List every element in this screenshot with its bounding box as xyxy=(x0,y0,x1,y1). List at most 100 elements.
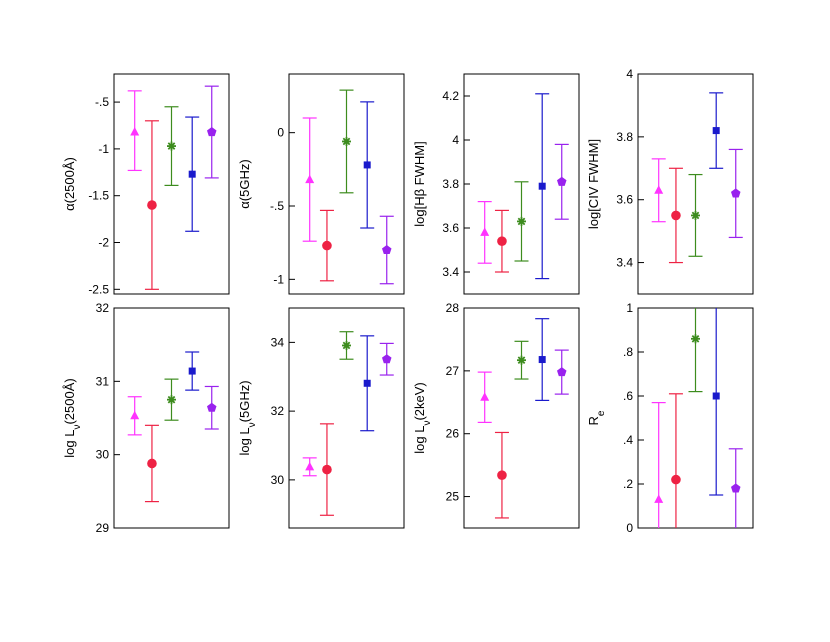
y-tick-label: -1.5 xyxy=(88,189,109,203)
data-point xyxy=(668,393,683,528)
square-marker xyxy=(188,170,196,178)
y-tick-label: 26 xyxy=(446,427,460,441)
circle-marker xyxy=(497,236,507,246)
data-point xyxy=(319,209,334,282)
y-tick-label: .6 xyxy=(623,389,633,403)
triangle-marker xyxy=(654,185,664,194)
data-point xyxy=(494,431,509,519)
data-point xyxy=(709,92,724,169)
y-tick-label: 29 xyxy=(96,521,110,535)
data-point xyxy=(319,423,334,516)
plot-frame xyxy=(288,73,405,295)
y-axis-label: log[CIV FWHM] xyxy=(586,139,601,229)
data-point xyxy=(360,101,375,229)
pentagon-marker xyxy=(730,483,741,493)
star-marker xyxy=(167,395,176,405)
y-axis-label: log Lν(2keV) xyxy=(412,382,433,454)
circle-marker xyxy=(322,240,332,251)
y-tick-label: 0 xyxy=(626,521,633,535)
y-axis-label: α(5GHz) xyxy=(237,159,252,208)
data-point xyxy=(339,331,354,360)
y-axis-label: log Lν(2500Å) xyxy=(62,378,83,457)
plot-frame xyxy=(463,307,580,529)
data-point xyxy=(554,349,569,395)
star-marker xyxy=(691,334,700,344)
y-tick-label: .4 xyxy=(623,433,633,447)
y-tick-label: 1 xyxy=(626,301,633,315)
pentagon-marker xyxy=(556,176,567,186)
square-marker xyxy=(712,127,720,135)
pentagon-marker xyxy=(381,245,392,255)
triangle-marker xyxy=(480,227,490,236)
y-tick-label: 28 xyxy=(446,301,460,315)
y-tick-label: 3.8 xyxy=(616,130,633,144)
star-marker xyxy=(342,136,351,146)
square-marker xyxy=(538,356,546,364)
y-tick-label: 3.8 xyxy=(442,177,459,191)
square-marker xyxy=(712,392,720,400)
pentagon-marker xyxy=(730,188,741,198)
y-tick-label: .8 xyxy=(623,345,633,359)
triangle-marker xyxy=(130,127,140,136)
data-point xyxy=(728,148,743,239)
star-marker xyxy=(517,355,526,365)
panel-3: 3.4 3.6 3.8 4 4.2 log[Hβ FWHM] xyxy=(412,73,580,295)
plot-frame xyxy=(637,73,754,295)
y-tick-label: -2 xyxy=(98,236,109,250)
data-point xyxy=(144,120,159,290)
pentagon-marker xyxy=(381,354,392,364)
data-point xyxy=(668,167,683,264)
square-marker xyxy=(188,367,196,375)
y-tick-label: 30 xyxy=(96,448,110,462)
data-point xyxy=(494,209,509,273)
y-tick-label: 0 xyxy=(277,126,284,140)
pentagon-marker xyxy=(206,127,217,137)
plot-frame xyxy=(288,307,405,529)
data-point xyxy=(728,448,743,528)
y-tick-label: 4.2 xyxy=(442,89,459,103)
panel-1: -2.5 -2 -1.5 -1 -.5 α(2500Å) xyxy=(62,73,230,296)
circle-marker xyxy=(322,464,332,475)
triangle-marker xyxy=(305,174,315,184)
panel-2: -1-.50α(5GHz) xyxy=(237,73,405,295)
y-tick-label: 30 xyxy=(271,473,285,487)
data-point xyxy=(302,457,317,477)
data-point xyxy=(379,215,394,285)
y-tick-label: 4 xyxy=(452,133,459,147)
circle-marker xyxy=(497,470,507,481)
y-tick-label: -2.5 xyxy=(88,282,109,296)
pentagon-marker xyxy=(556,367,567,377)
data-point xyxy=(535,318,550,401)
data-point xyxy=(164,378,179,421)
data-point xyxy=(477,371,492,423)
y-tick-label: -1 xyxy=(98,142,109,156)
triangle-marker xyxy=(305,461,315,471)
y-tick-label: -.5 xyxy=(95,95,109,109)
star-marker xyxy=(517,216,526,226)
star-marker xyxy=(691,210,700,220)
y-tick-label: 3.4 xyxy=(442,265,459,279)
data-point xyxy=(127,396,142,436)
data-point xyxy=(477,201,492,264)
y-tick-label: 32 xyxy=(271,404,285,418)
y-axis-label: Re xyxy=(586,410,607,425)
y-axis-label: α(2500Å) xyxy=(62,157,77,211)
y-axis-label: log[Hβ FWHM] xyxy=(412,141,427,226)
square-marker xyxy=(538,182,546,190)
square-marker xyxy=(363,161,371,169)
y-tick-label: 3.6 xyxy=(442,221,459,235)
data-point xyxy=(204,385,219,430)
data-point xyxy=(651,402,666,528)
y-tick-label: 3.4 xyxy=(616,256,633,270)
y-tick-label: -1 xyxy=(273,272,284,286)
pentagon-marker xyxy=(206,402,217,412)
data-point xyxy=(302,117,317,242)
star-marker xyxy=(167,141,176,151)
plot-frame xyxy=(113,307,230,529)
y-tick-label: 32 xyxy=(96,301,110,315)
data-point xyxy=(651,158,666,223)
